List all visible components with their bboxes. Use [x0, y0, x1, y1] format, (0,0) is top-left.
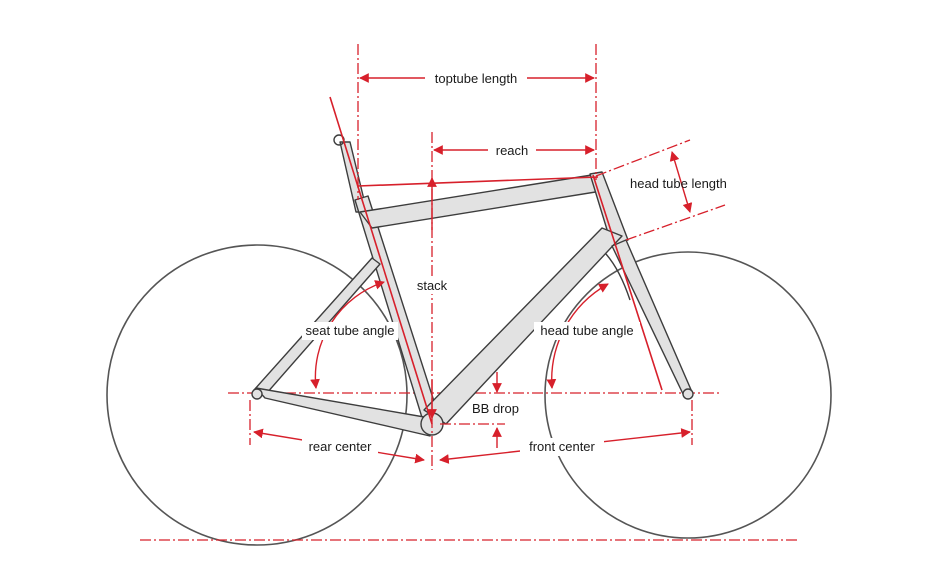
front-center-label: front center [529, 439, 595, 454]
head-tube-axis [592, 174, 663, 391]
frame [251, 134, 694, 437]
head-tube-length-label: head tube length [630, 176, 727, 191]
stack-label: stack [417, 278, 448, 293]
effective-top-tube [357, 176, 599, 187]
head-tube-length-dimension [669, 151, 693, 213]
front-wheel [544, 251, 832, 539]
seat-tube-angle-label: seat tube angle [306, 323, 395, 338]
reach-label: reach [496, 143, 529, 158]
rear-wheel [106, 244, 408, 546]
seat-tube-axis [329, 96, 433, 425]
rear-center-label: rear center [309, 439, 373, 454]
bb-drop-label: BB drop [472, 401, 519, 416]
head-tube-angle-label: head tube angle [540, 323, 633, 338]
toptube-length-label: toptube length [435, 71, 517, 86]
